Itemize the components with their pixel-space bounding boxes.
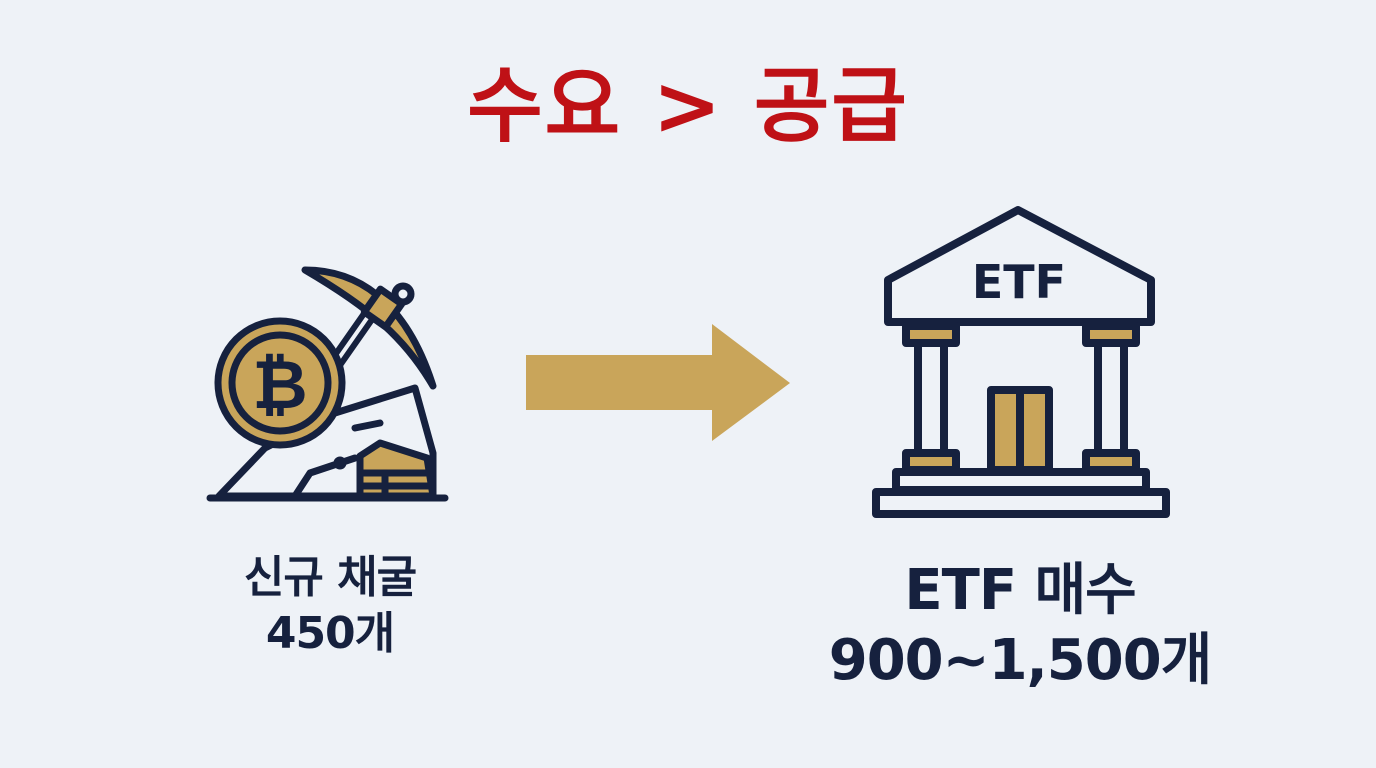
arrow-right-icon [526,324,790,441]
demand-amount: 900~1,500개 [828,628,1212,693]
bitcoin-mining-icon: ₿ [206,266,449,502]
supply-title: 신규 채굴 [243,552,417,603]
supply-label: 신규 채굴 450개 [180,550,480,662]
supply-amount: 450개 [265,608,395,659]
demand-title: ETF 매수 [904,558,1136,623]
page-title: 수요 > 공급 [467,59,909,154]
demand-label: ETF 매수 900~1,500개 [760,556,1280,696]
svg-text:₿: ₿ [252,346,307,425]
etf-building-text: ETF [972,255,1066,309]
etf-bank-building-icon: ETF [872,206,1170,518]
